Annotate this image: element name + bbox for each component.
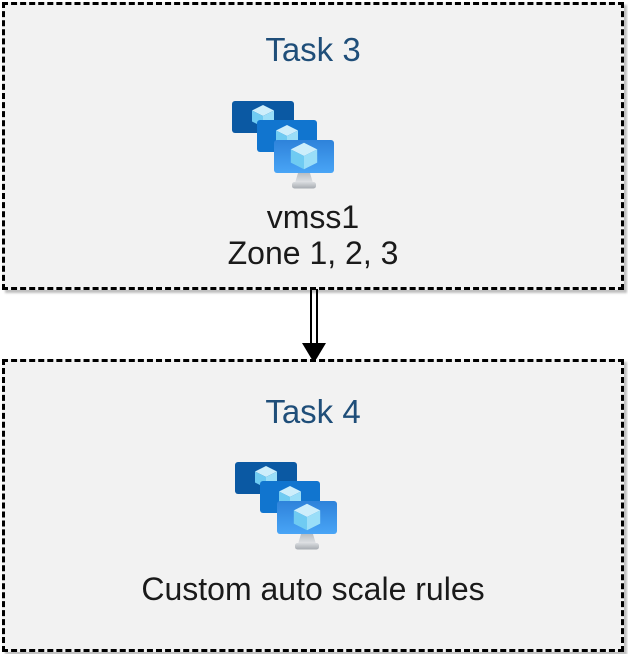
vm-scale-set-icon (232, 101, 336, 190)
down-arrow-icon (302, 289, 326, 363)
task4-title: Task 4 (265, 393, 361, 430)
task4-labels: Custom auto scale rules (5, 571, 621, 607)
zones-label: Zone 1, 2, 3 (227, 235, 399, 271)
task3-title: Task 3 (265, 31, 361, 68)
task4-box: Task 4 Custom auto scale rules (2, 359, 624, 652)
task3-labels: vmss1 Zone 1, 2, 3 (5, 199, 621, 271)
autoscale-rules-label: Custom auto scale rules (141, 571, 485, 607)
vmss-name-label: vmss1 (266, 199, 360, 235)
task3-box: Task 3 vmss1 Zone 1, 2, 3 (2, 2, 624, 290)
vm-scale-set-icon (235, 462, 339, 551)
